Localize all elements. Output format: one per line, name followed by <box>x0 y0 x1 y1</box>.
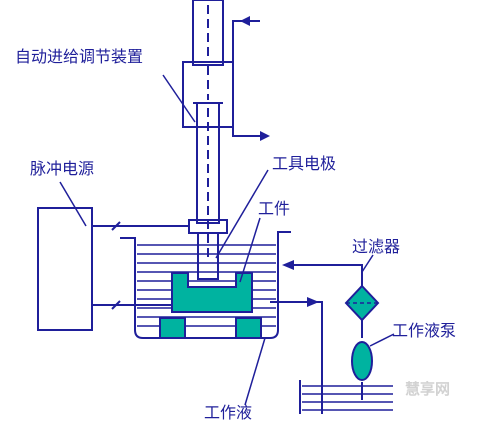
label-feed-device: 自动进给调节装置 <box>15 47 144 66</box>
pulse-power-supply <box>37 207 93 331</box>
label-tool-electrode: 工具电极 <box>272 154 337 173</box>
tank-liquid-lines <box>137 244 276 327</box>
hydraulic-line-top <box>232 20 260 62</box>
leader-tool-electrode <box>215 169 269 259</box>
wire-break-mark-bottom <box>111 300 121 310</box>
feed-device-top-rod <box>192 0 224 66</box>
hydraulic-line-bottom <box>232 127 260 137</box>
pump-body <box>351 341 373 381</box>
label-tank-partial: 工作液 <box>204 403 253 422</box>
leader-power-supply <box>59 181 87 227</box>
supply-arrow <box>282 260 294 270</box>
label-power-supply: 脉冲电源 <box>30 159 95 178</box>
label-filter: 过滤器 <box>352 237 401 256</box>
leader-pump <box>369 333 395 347</box>
watermark: 慧享网 <box>405 380 451 398</box>
wire-break-mark-top <box>111 221 121 231</box>
arrow-in-top <box>240 16 250 26</box>
electrode-shaft <box>196 102 220 224</box>
label-workpiece: 工件 <box>258 199 291 218</box>
leader-tank <box>244 337 266 406</box>
leader-filter <box>361 254 374 273</box>
leader-feed-device <box>162 74 196 123</box>
drain-arrow <box>307 297 319 307</box>
arrow-out-bottom <box>260 131 270 141</box>
leader-workpiece <box>239 217 261 283</box>
drain-line <box>270 301 323 414</box>
workpiece-support-right <box>235 317 262 339</box>
supply-line-to-tank <box>292 264 363 286</box>
work-tank <box>120 231 291 339</box>
workpiece-block <box>171 272 253 313</box>
label-pump: 工作液泵 <box>392 321 457 340</box>
reservoir-liquid-lines <box>302 385 393 411</box>
workpiece-support-left <box>159 317 186 339</box>
